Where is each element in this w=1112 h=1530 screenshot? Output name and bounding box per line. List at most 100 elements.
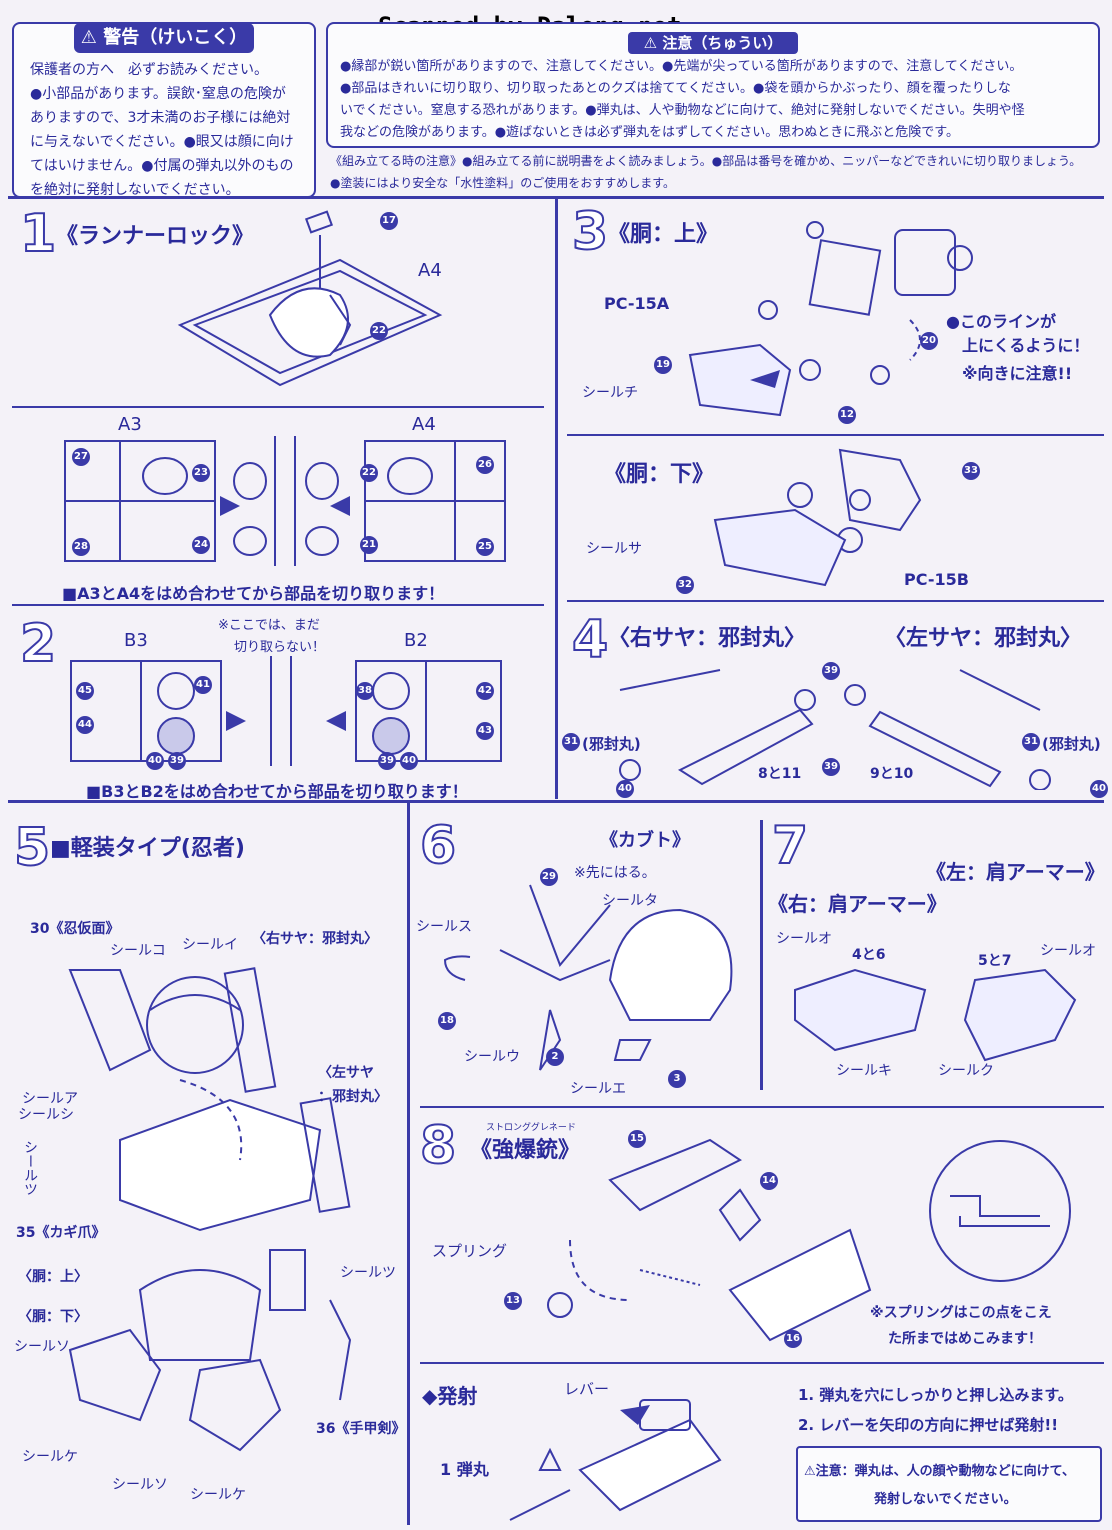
part-number: 39 [822,662,840,680]
seal-label: シールク [938,1063,994,1079]
spring-note: ※スプリングはこの点をこえ [870,1305,1052,1321]
runner-label: A4 [418,260,442,281]
part-label: 〈左サヤ [318,1065,374,1081]
step-title: 《カブト》 [600,830,690,851]
seal-label: シールウ [464,1049,520,1065]
part-number: 28 [72,538,90,556]
caution-text: ●縁部が鋭い箇所がありますので、注意してください。●先端が尖っている箇所がありま… [340,56,1096,144]
part-label: 9と10 [870,766,914,782]
part-number: 40 [1090,780,1108,798]
warning-line: ありますので、3才未満のお子様には絶対 [30,110,291,126]
runner-label: A4 [412,414,436,435]
part-label: 8と11 [758,766,802,782]
seal-label: シールサ [586,541,642,557]
step-title: ■軽装タイプ(忍者) [50,836,245,861]
part-number: 33 [962,462,980,480]
assembly-note-line: 《組み立てる時の注意》●組み立てる前に説明書をよく読みましょう。●部品は番号を確… [330,154,1082,168]
part-label: 4と6 [852,947,886,963]
part-number: 3 [668,1070,686,1088]
part-label: 35《カギ爪》 [16,1225,106,1241]
warning-text: 保護者の方へ 必ずお読みください。 ●小部品があります。誤飲･窒息の危険が あり… [30,58,310,202]
caution-title: ⚠ 注意（ちゅうい） [628,32,798,54]
step-title: 《右：肩アーマー》 [768,892,947,916]
part-number: 45 [76,682,94,700]
step-title: 《胴：下》 [604,462,715,487]
part-number: 40 [146,752,164,770]
fire-step: 1. 弾丸を穴にしっかりと押し込みます。 [798,1386,1073,1404]
seal-label: シールタ [602,893,658,909]
seal-label: シールエ [570,1081,626,1097]
warning-title: ⚠ 警告（けいこく） [74,23,254,53]
part-number: 39 [378,752,396,770]
part-number: 13 [504,1292,522,1310]
part-label: 5と7 [978,953,1012,969]
part-number: 21 [360,536,378,554]
section-divider [760,820,763,1090]
section-divider [555,199,558,799]
runner-label: A3 [118,414,142,435]
part-number: 40 [400,752,418,770]
step-number: 7 [771,816,809,876]
fire-title: ◆発射 [422,1384,478,1408]
section-divider [420,1106,1104,1108]
seal-label: シールソ [14,1339,70,1355]
part-number: 16 [784,1330,802,1348]
seal-label: シールシ [18,1107,74,1123]
step-number: 2 [19,614,57,674]
fire-warning-text: ⚠注意：弾丸は、人の顔や動物などに向けて、 [804,1464,1076,1479]
runner-b3-b2-drawing [70,656,502,766]
part-number: 32 [676,576,694,594]
part-number: 25 [476,538,494,556]
step-title: 《ランナーロック》 [56,224,255,249]
torso-upper-drawing [688,221,973,417]
step-title: 《胴：上》 [608,222,719,247]
part-number: 42 [476,682,494,700]
part-label: (邪封丸) [582,735,641,753]
runner-label: B2 [404,630,428,651]
title-ruby: ストロンググレネード [486,1123,576,1133]
part-number: 2 [546,1048,564,1066]
part-label: 36《手甲剣》 [316,1421,406,1437]
runner-a3-a4-drawing [64,436,506,566]
orientation-note: ●このラインが [946,312,1056,331]
step-number: 5 [13,818,51,878]
part-number: 43 [476,722,494,740]
warning-line: てはいけません。●付属の弾丸以外のもの [30,158,294,174]
part-number: 38 [356,682,374,700]
step-title: 〈左サヤ：邪封丸〉 [884,626,1083,651]
shoulder-armor-drawing [794,968,1077,1062]
firing-drawing [509,1399,722,1521]
section-divider [8,800,1104,803]
step-number: 4 [571,610,609,670]
part-number: 24 [192,536,210,554]
part-label: PC-15B [904,570,969,589]
step-title: 《強爆銃》 [470,1138,581,1163]
part-number: 31 [562,733,580,751]
caution-box: ⚠ 注意（ちゅうい） ●縁部が鋭い箇所がありますので、注意してください。●先端が… [326,22,1100,148]
part-number: 14 [760,1172,778,1190]
spring-note: た所まではめこみます！ [888,1331,1042,1347]
part-label: PC-15A [604,294,670,313]
warning-line: ●小部品があります。誤飲･窒息の危険が [30,86,286,102]
part-number: 20 [920,332,938,350]
part-number: 31 [1022,733,1040,751]
section-divider [12,406,544,408]
torso-lower-drawing [713,448,922,587]
seal-label: シールツ [22,1140,38,1196]
part-label: (邪封丸) [1042,735,1101,753]
part-number: 19 [654,356,672,374]
section-divider [407,803,410,1525]
part-number: 41 [194,676,212,694]
lever-label: レバー [564,1380,610,1398]
orientation-note: ※向きに注意!! [962,364,1073,383]
seal-label: シールア [22,1091,78,1107]
assembly-note-line: ●塗装にはより安全な「水性塗料」のご使用をおすすめします。 [330,176,676,190]
section-divider [12,604,544,606]
part-number: 15 [628,1130,646,1148]
part-label: ：邪封丸〉 [318,1089,388,1105]
fire-step: 2. レバーを矢印の方向に押せば発射!! [798,1416,1059,1434]
section-divider [567,434,1104,436]
part-number: 17 [380,212,398,230]
part-number: 39 [168,752,186,770]
step-number: 1 [19,204,57,264]
